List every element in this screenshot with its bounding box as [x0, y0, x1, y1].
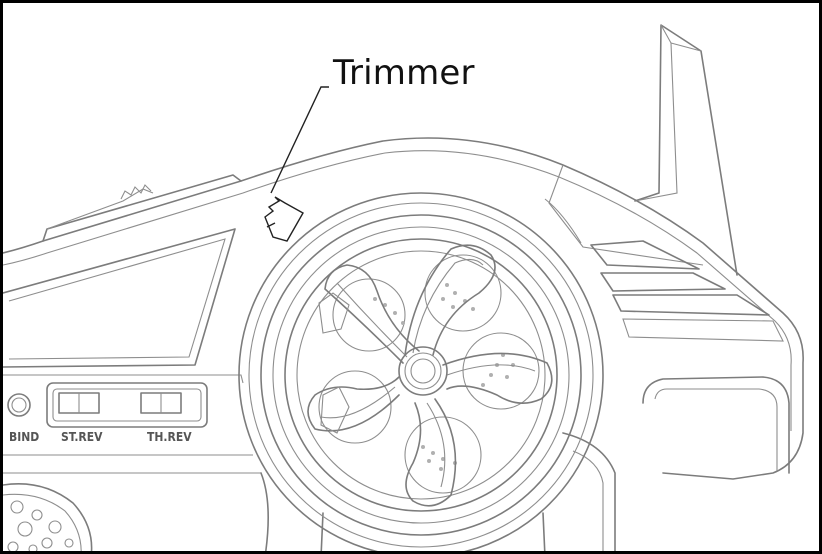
trimmer-callout-label: Trimmer — [333, 53, 475, 93]
left-grip-texture — [3, 483, 93, 551]
st-rev-switch-label: ST.REV — [61, 430, 103, 444]
transmitter-illustration: BIND ST.REV TH.REV — [3, 24, 804, 551]
transmitter-body — [3, 137, 804, 551]
th-rev-switch-label: TH.REV — [147, 430, 192, 444]
steering-wheel — [238, 192, 604, 551]
antenna-fin — [634, 24, 738, 276]
bind-button-label: BIND — [9, 430, 39, 444]
switch-panel: BIND ST.REV TH.REV — [7, 382, 208, 444]
trimmer-detail — [264, 86, 329, 242]
